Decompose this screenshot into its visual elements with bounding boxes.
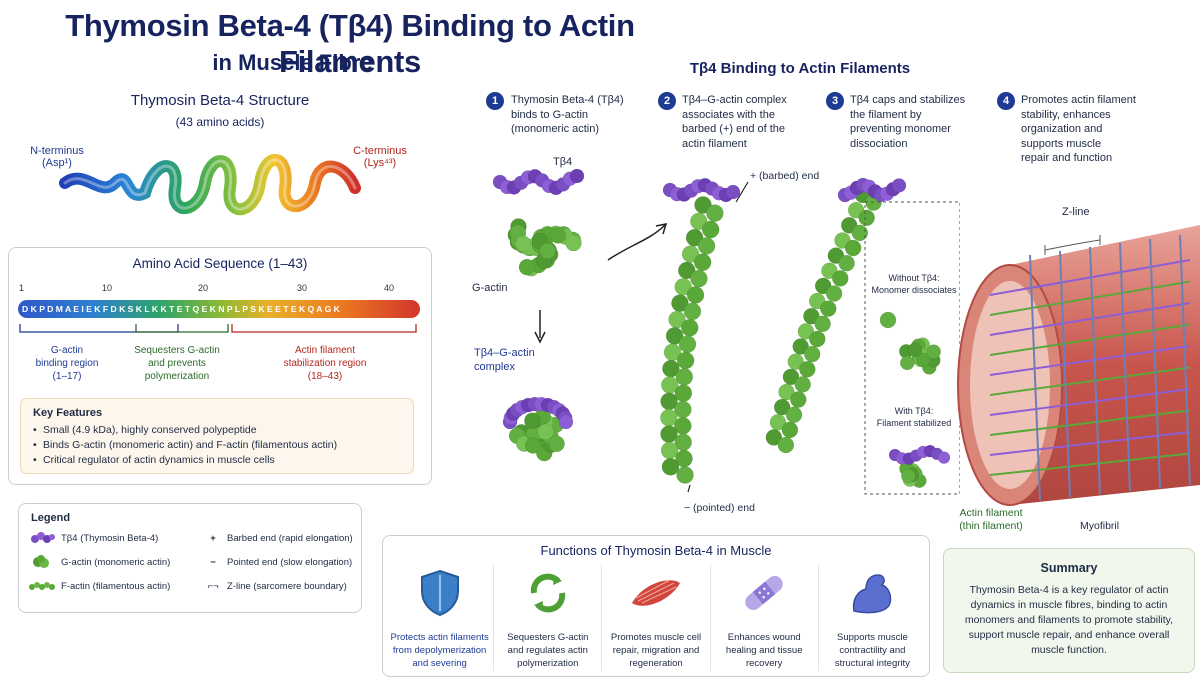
sequence-region-brackets	[19, 324, 417, 333]
n-terminus-label: N-terminus (Asp¹)	[30, 145, 84, 169]
legend-item-f-actin: F-actin (filamentous actin)	[29, 574, 199, 598]
amino-acid-sequence-bar: D K P D M A E I E K F D K S K L K K T E …	[18, 300, 420, 318]
legend-heading: Legend	[31, 512, 71, 524]
function-item: Supports muscle contractility and struct…	[819, 565, 926, 671]
curved-arrow-icon	[607, 224, 666, 261]
step-4: 4	[997, 92, 1015, 110]
step-2-text: Tβ4–G-actin complex associates with the …	[682, 94, 787, 150]
c-terminus-label: C-terminus (Lys⁴³)	[353, 145, 407, 169]
structure-heading: Thymosin Beta-4 Structure	[130, 92, 310, 109]
region-label-stabilization: Actin filament stabilization region (18–…	[283, 345, 367, 382]
function-item: Protects actin filaments from depolymeri…	[386, 565, 495, 671]
summary-text: Thymosin Beta-4 is a key regulator of ac…	[964, 584, 1174, 656]
functions-heading: Functions of Thymosin Beta-4 in Muscle	[540, 543, 772, 558]
key-features-box: Key Features Small (4.9 kDa), highly con…	[20, 398, 414, 474]
g-actin-cluster-icon	[33, 555, 49, 568]
with-tb4-label: With Tβ4: Filament stabilized	[876, 406, 952, 428]
legend-symbol-pointed: −Pointed end (slow elongation)	[210, 556, 353, 568]
barbed-end-label: + (barbed) end	[750, 170, 820, 182]
tick-label: 40	[384, 283, 395, 293]
tick-label: 10	[102, 283, 113, 293]
step-number: 1	[486, 92, 504, 110]
page-subtitle: in Muscle Fibre	[212, 50, 373, 75]
structure-subheading: (43 amino acids)	[175, 115, 265, 129]
binding-heading: Tβ4 Binding to Actin Filaments	[689, 60, 911, 77]
without-tb4-label: Without Tβ4: Monomer dissociates	[871, 273, 957, 295]
tick-label: 1	[19, 283, 25, 293]
myofibril-illustration	[957, 225, 1200, 506]
shield-icon	[420, 569, 459, 617]
tb4-cluster-icon	[31, 532, 55, 543]
binding-illustration	[492, 168, 960, 495]
tick-label: 20	[198, 283, 209, 293]
sequence-letters: D K P D M A E I E K F D K S K L K K T E …	[22, 304, 340, 314]
sequence-heading: Amino Acid Sequence (1–43)	[132, 256, 308, 271]
step-number: 4	[997, 92, 1015, 110]
complex-label: Tβ4–G-actin complex	[474, 347, 535, 373]
z-line-label: Z-line	[1062, 206, 1090, 218]
step-number: 2	[658, 92, 676, 110]
summary-heading: Summary	[1040, 561, 1098, 575]
step-1: 1	[486, 92, 504, 110]
bandage-icon	[745, 576, 783, 610]
recycle-icon	[530, 573, 565, 613]
protein-ribbon-illustration	[59, 154, 361, 216]
muscle-cell-icon	[632, 579, 680, 606]
summary-box: Summary Thymosin Beta-4 is a key regulat…	[943, 548, 1195, 673]
key-feature-item: Critical regulator of actin dynamics in …	[33, 453, 401, 468]
key-feature-item: Small (4.9 kDa), highly conserved polype…	[33, 423, 401, 438]
function-item: Sequesters G-actin and regulates actin p…	[494, 565, 603, 671]
functions-list: Protects actin filaments from depolymeri…	[386, 565, 926, 671]
functions-panel	[382, 535, 930, 677]
tb4-label: Tβ4	[553, 156, 573, 168]
myofibril-label: Myofibril	[1080, 520, 1120, 532]
page-title: Thymosin Beta-4 (Tβ4) Binding to Actin F…	[65, 8, 635, 79]
key-features-heading: Key Features	[33, 407, 103, 419]
region-label-sequesters: Sequesters G-actin and prevents polymeri…	[134, 345, 220, 382]
legend-item-tb4: Tβ4 (Thymosin Beta-4)	[29, 526, 199, 550]
legend-symbol-barbed: +Barbed end (rapid elongation)	[210, 532, 353, 544]
legend-symbol-z-line: ⌐¬Z-line (sarcomere boundary)	[207, 580, 347, 592]
region-label-binding: G-actin binding region (1–17)	[35, 345, 99, 382]
step-3-text: Tβ4 caps and stabilizes the filament by …	[850, 94, 966, 150]
step-2: 2	[658, 92, 676, 110]
key-feature-item: Binds G-actin (monomeric actin) and F-ac…	[33, 438, 401, 453]
g-actin-label: G-actin	[472, 282, 508, 294]
callout-box	[864, 201, 960, 495]
step-4-text: Promotes actin filament stability, enhan…	[1021, 94, 1136, 164]
legend-panel: Legend Tβ4 (Thymosin Beta-4) G-actin (mo…	[18, 503, 362, 613]
pointed-end-label: − (pointed) end	[684, 502, 755, 514]
legend-item-g-actin: G-actin (monomeric actin)	[29, 550, 199, 574]
tick-label: 30	[297, 283, 308, 293]
function-item: Promotes muscle cell repair, migration a…	[602, 565, 711, 671]
function-item: Enhances wound healing and tissue recove…	[711, 565, 819, 671]
flexed-arm-icon	[853, 574, 892, 614]
step-3: 3	[826, 92, 844, 110]
step-1-text: Thymosin Beta-4 (Tβ4) binds to G-actin (…	[511, 94, 624, 135]
actin-filament-label: Actin filament (thin filament)	[959, 507, 1023, 532]
step-number: 3	[826, 92, 844, 110]
f-actin-chain-icon	[29, 582, 55, 590]
